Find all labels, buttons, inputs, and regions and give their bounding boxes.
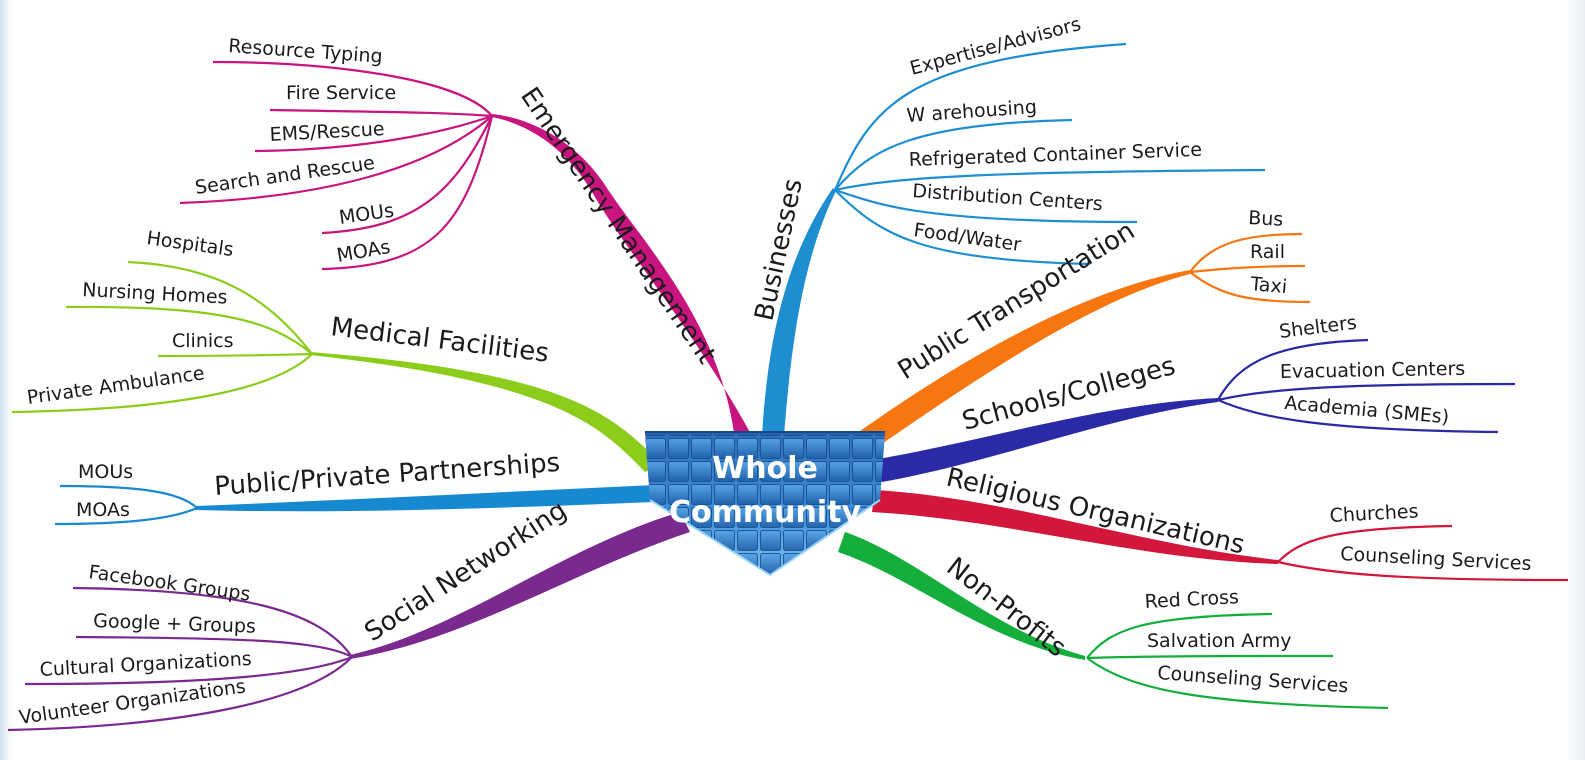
leaf-private-ambulance: Private Ambulance [26,362,206,409]
leaf-refrigerated-container-service: Refrigerated Container Service [908,139,1202,171]
public-private-branch [195,485,655,512]
leaf-expertise-advisors: Expertise/Advisors [908,13,1084,80]
leaf-facebook-groups: Facebook Groups [87,561,252,605]
leaf-nursing-homes: Nursing Homes [82,279,228,309]
leaf-cultural-organizations: Cultural Organizations [39,648,252,681]
religious-branch [872,490,1278,564]
leaf-hospitals: Hospitals [145,227,235,261]
leaf-food-water: Food/Water [912,219,1022,256]
leaf-bus: Bus [1248,207,1284,231]
leaf-distribution-centers: Distribution Centers [912,180,1104,215]
leaf-ems-rescue: EMS/Rescue [269,118,385,146]
whole-community-cube [645,431,885,577]
leaf-religious-counseling: Counseling Services [1340,543,1532,575]
public-transportation-branch [850,270,1190,452]
social-networking-branch [350,512,690,659]
schools-colleges-sublines [1217,338,1516,434]
emergency-management-sublines [179,60,494,271]
social-networking-sublines [7,586,353,732]
leaf-shelters: Shelters [1278,312,1358,343]
medical-facilities-branch [310,352,662,472]
public-private-sublines [54,484,198,526]
schools-colleges-branch [872,398,1218,482]
businesses-sublines [833,42,1266,266]
leaf-rail: Rail [1250,241,1285,263]
non-profits-sublines [1086,612,1389,710]
center-title-line2: Community [669,495,861,530]
leaf-taxi: Taxi [1249,273,1288,298]
leaf-nonprofit-counseling: Counseling Services [1157,662,1349,697]
leaf-churches: Churches [1329,500,1419,527]
leaf-search-and-rescue: Search and Rescue [194,152,377,199]
leaf-em-mous: MOUs [338,199,396,228]
leaf-salvation-army: Salvation Army [1147,630,1292,652]
leaf-evacuation-centers: Evacuation Centers [1280,358,1466,383]
religious-sublines [1277,524,1569,582]
businesses-branch [762,188,836,436]
branch-label-emergency-management: Emergency Management [514,82,721,369]
leaf-pp-moas: MOAs [76,499,130,521]
leaf-google-groups: Google + Groups [93,610,256,638]
non-profits-branch [838,532,1085,660]
center-title-line1: Whole [712,451,818,486]
leaf-clinics: Clinics [172,330,234,352]
leaf-pp-mous: MOUs [78,461,133,483]
public-transportation-sublines [1189,232,1311,304]
medical-facilities-sublines [11,260,313,414]
leaf-red-cross: Red Cross [1144,586,1239,613]
leaf-fire-service: Fire Service [286,82,396,104]
